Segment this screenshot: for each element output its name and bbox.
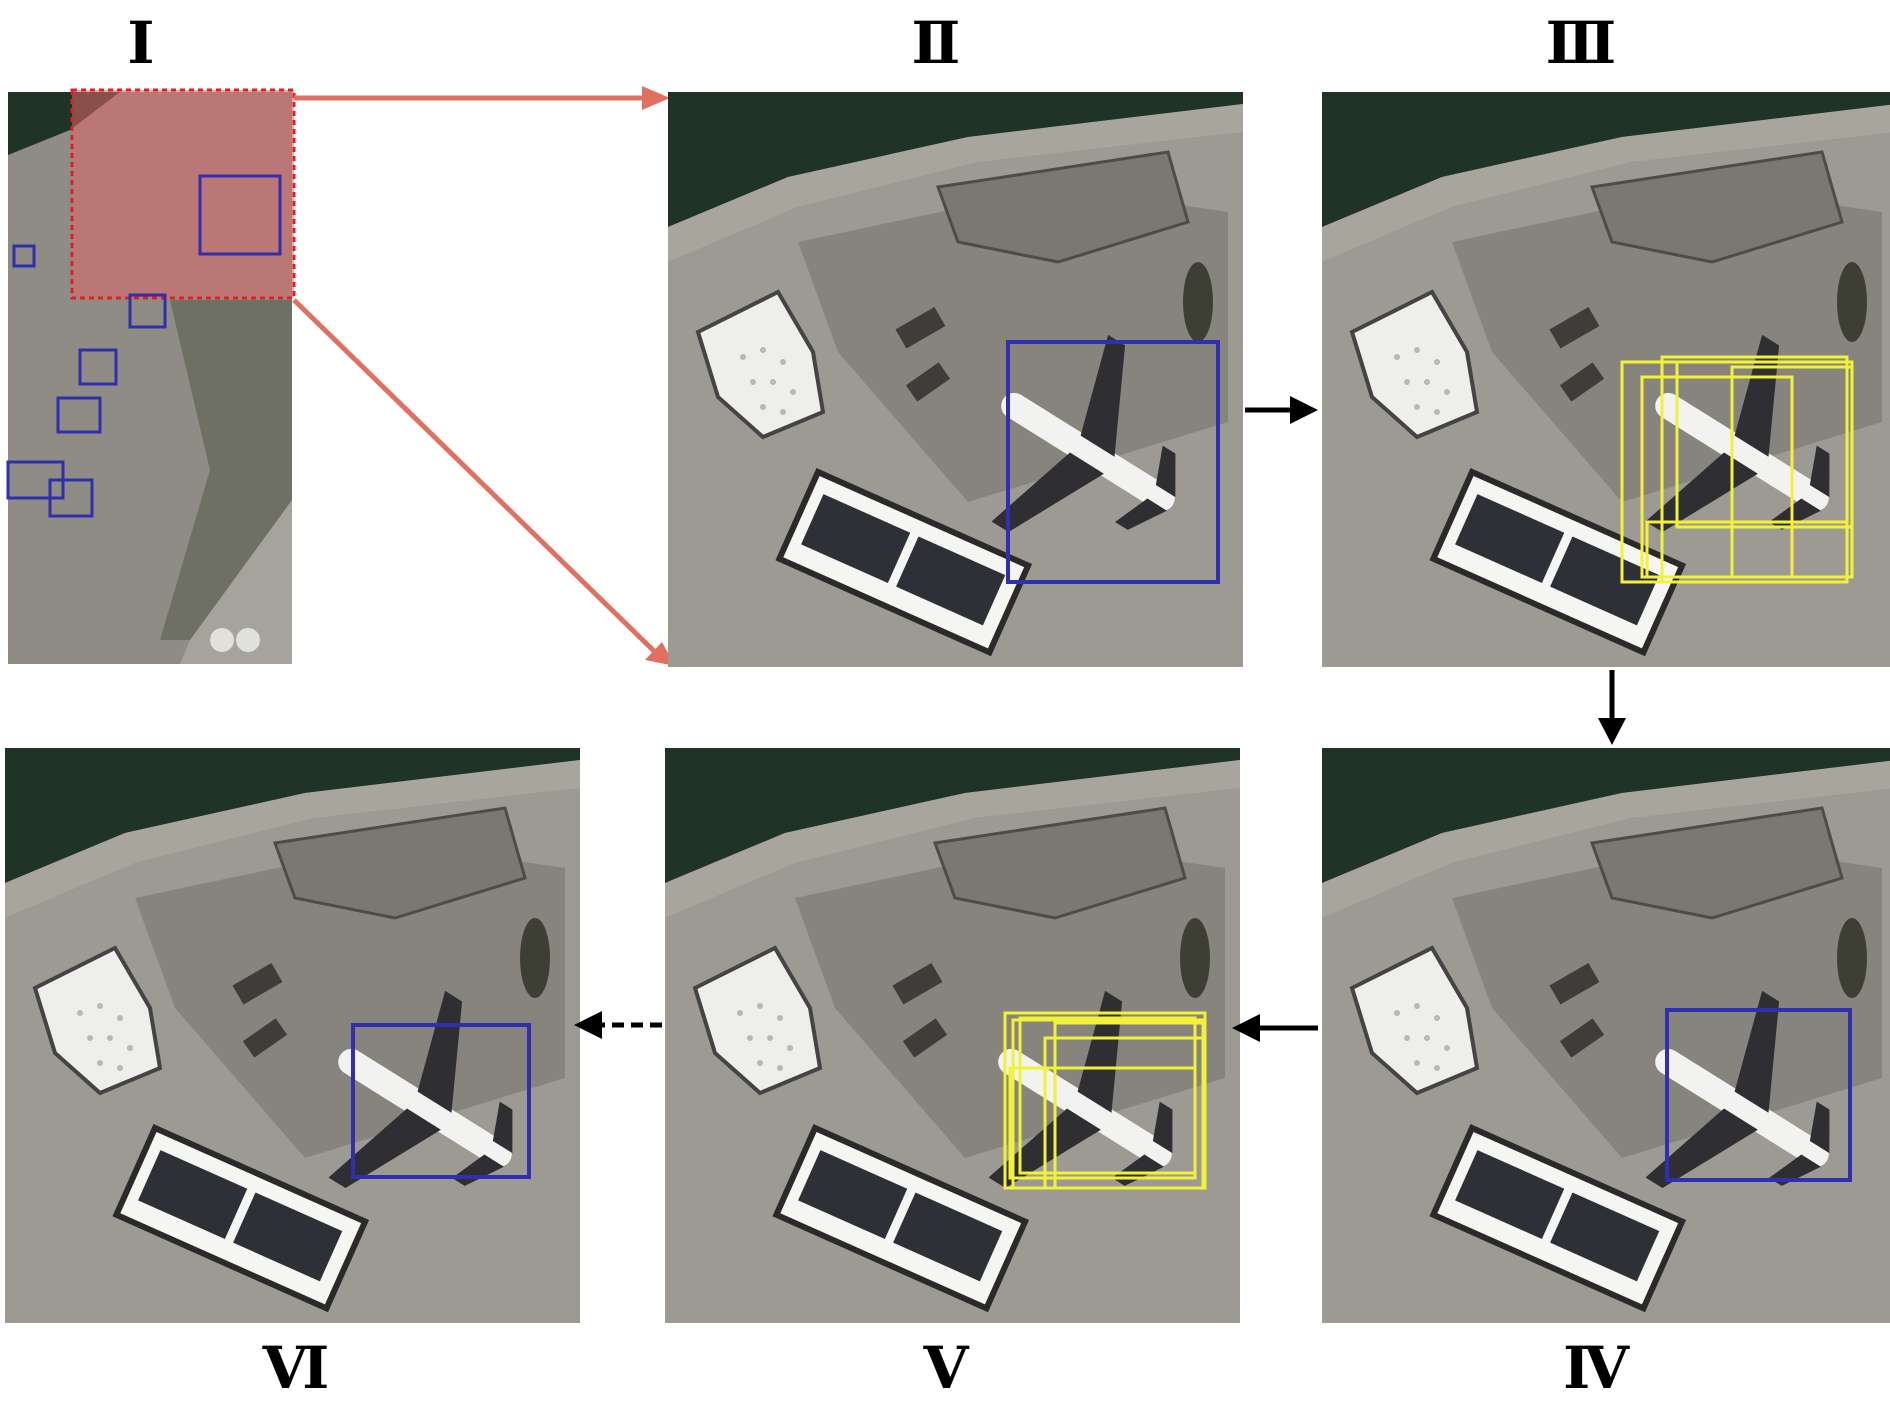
detection-box: [1665, 1008, 1852, 1182]
candidate-box: [1660, 355, 1849, 584]
zoom-region: [70, 88, 296, 300]
candidate-box: [1645, 520, 1849, 579]
panel-label-2: Ⅱ: [911, 11, 961, 76]
aerial-image: [665, 748, 1240, 1323]
candidate-box: [1008, 1066, 1197, 1180]
arrow-head: [1232, 1014, 1260, 1042]
arrow-head: [1598, 718, 1626, 745]
detection-box: [198, 174, 282, 256]
zoom-arrow-head: [645, 642, 675, 666]
detection-box: [48, 478, 94, 518]
panel-label-1: Ⅰ: [127, 11, 154, 76]
panel-1-runway: [180, 500, 292, 664]
candidate-box: [1043, 1036, 1207, 1190]
detection-box: [78, 348, 118, 386]
detection-box: [128, 293, 167, 329]
flow-arrows: [574, 396, 1626, 1042]
panel-5: [665, 748, 1240, 1323]
panel-1-overview: [6, 88, 296, 664]
arrow-head: [574, 1011, 602, 1039]
panel-4: [1322, 748, 1890, 1323]
panel-2: [668, 92, 1243, 667]
panel-6: [5, 748, 580, 1323]
panel-label-4: Ⅳ: [1563, 1336, 1629, 1401]
zoom-arrow-bottom: [292, 298, 657, 654]
zoom-arrows: [292, 86, 675, 666]
aerial-image: [1322, 748, 1890, 1323]
panel-1-tank: [210, 628, 234, 652]
arrow-head: [1290, 396, 1318, 424]
panel-1-tank: [236, 628, 260, 652]
candidate-boxes: [1003, 1011, 1207, 1190]
panel-label-6: Ⅵ: [262, 1336, 330, 1401]
candidate-boxes: [1620, 355, 1854, 584]
detection-box: [351, 1023, 531, 1179]
detection-box: [12, 244, 36, 268]
panel-label-3: Ⅲ: [1545, 11, 1617, 76]
panel-label-5: Ⅴ: [923, 1336, 968, 1401]
detection-box: [1006, 340, 1220, 584]
detection-box: [56, 396, 102, 434]
aerial-image: [5, 748, 580, 1323]
zoom-arrow-head: [642, 86, 670, 110]
panel-3: [1322, 92, 1890, 667]
